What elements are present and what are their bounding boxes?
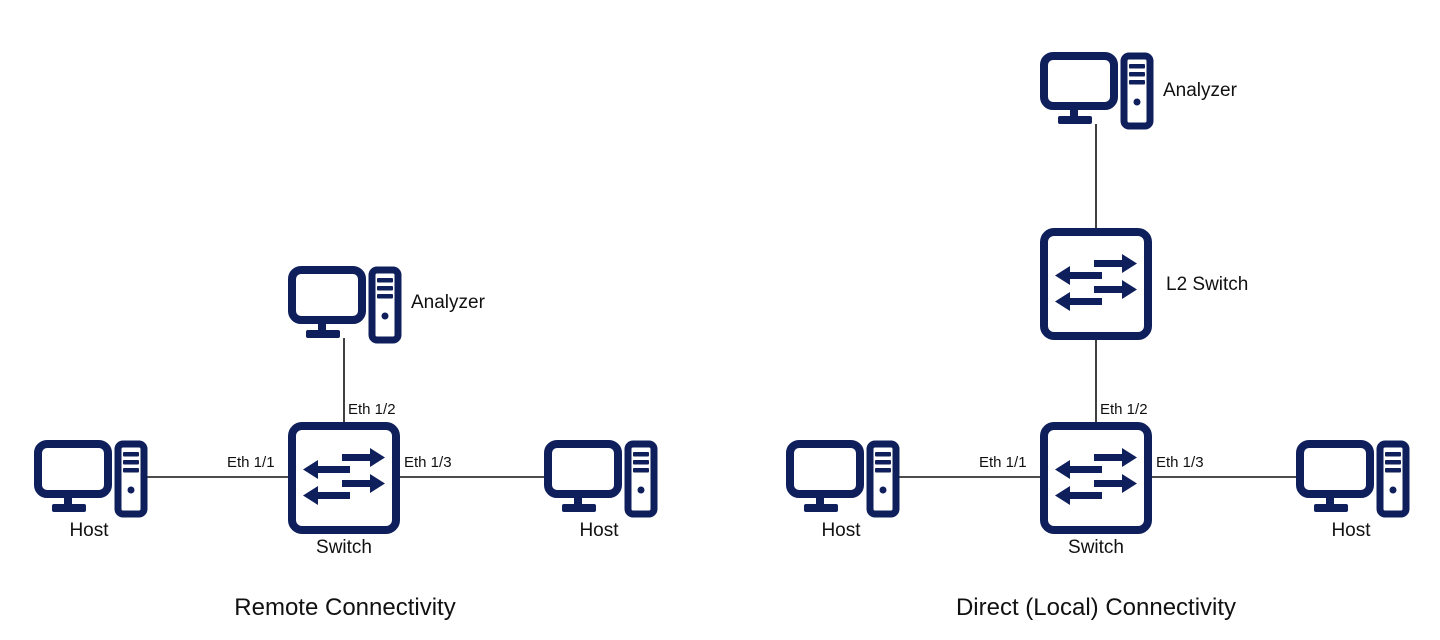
remote-connectivity-diagram: Analyzer Switch Eth 1/2 Eth 1/1 Eth 1/3 …: [38, 270, 654, 621]
analyzer-label: Analyzer: [411, 292, 486, 313]
switch-arrows-icon: [1044, 426, 1148, 530]
host-right-label: Host: [579, 520, 619, 541]
host-left-label: Host: [69, 520, 109, 541]
host-left-label: Host: [821, 520, 861, 541]
port-label-eth-1-3: Eth 1/3: [1156, 454, 1204, 471]
port-label-eth-1-2: Eth 1/2: [348, 401, 396, 418]
port-label-eth-1-3: Eth 1/3: [404, 454, 452, 471]
port-label-eth-1-1: Eth 1/1: [227, 454, 275, 471]
switch-label: Switch: [316, 537, 372, 558]
l2-switch-label: L2 Switch: [1166, 274, 1248, 295]
port-label-eth-1-2: Eth 1/2: [1100, 401, 1148, 418]
desktop-computer-icon: [548, 444, 654, 514]
desktop-computer-icon: [1300, 444, 1406, 514]
host-right-label: Host: [1331, 520, 1371, 541]
analyzer-label: Analyzer: [1163, 80, 1238, 101]
desktop-computer-icon: [38, 444, 144, 514]
caption-remote-connectivity: Remote Connectivity: [234, 594, 455, 621]
switch-label: Switch: [1068, 537, 1124, 558]
direct-connectivity-diagram: Analyzer L2 Switch Switch Eth 1/2 Eth 1/…: [790, 56, 1406, 621]
desktop-computer-icon: [790, 444, 896, 514]
port-label-eth-1-1: Eth 1/1: [979, 454, 1027, 471]
switch-arrows-icon: [1044, 232, 1148, 336]
desktop-computer-icon: [292, 270, 398, 340]
caption-direct-connectivity: Direct (Local) Connectivity: [956, 594, 1236, 621]
desktop-computer-icon: [1044, 56, 1150, 126]
switch-arrows-icon: [292, 426, 396, 530]
